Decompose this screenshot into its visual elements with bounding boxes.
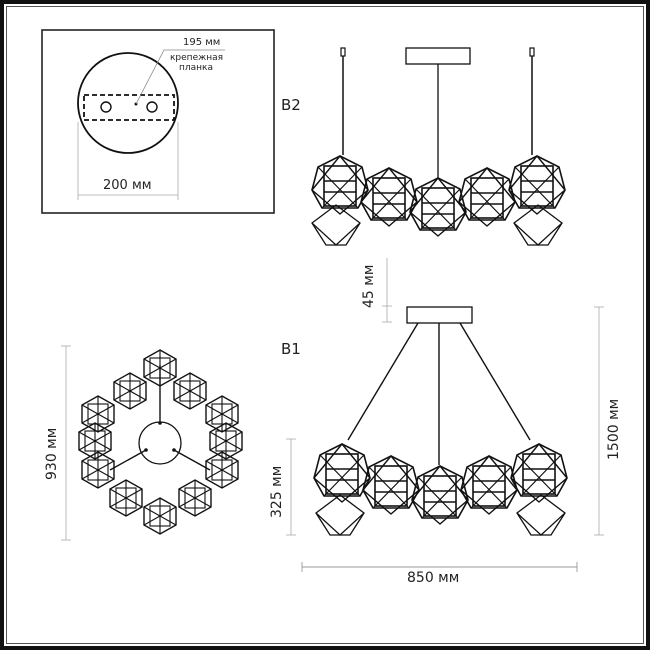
variant-b1-label: B1 xyxy=(281,340,301,358)
inner-frame xyxy=(6,6,644,644)
plate-caption-line2: планка xyxy=(179,63,213,73)
canopy-diameter-label: 200 мм xyxy=(103,178,152,193)
b1-height-label: 325 мм xyxy=(269,465,285,518)
top-view-diameter-label: 930 мм xyxy=(44,427,60,480)
canopy-gap-label: 45 мм xyxy=(361,264,377,308)
variant-b2-label: B2 xyxy=(281,96,301,114)
variant-b2-drawing xyxy=(311,47,566,323)
top-view-drawing xyxy=(61,345,243,541)
inset-mounting-plate xyxy=(41,29,275,214)
variant-b1-drawing xyxy=(286,306,604,572)
b1-width-label: 850 мм xyxy=(407,570,460,586)
plate-width-label: 195 мм xyxy=(183,37,221,48)
total-drop-label: 1500 мм xyxy=(606,398,622,460)
plate-caption-line1: крепежная xyxy=(170,53,224,63)
